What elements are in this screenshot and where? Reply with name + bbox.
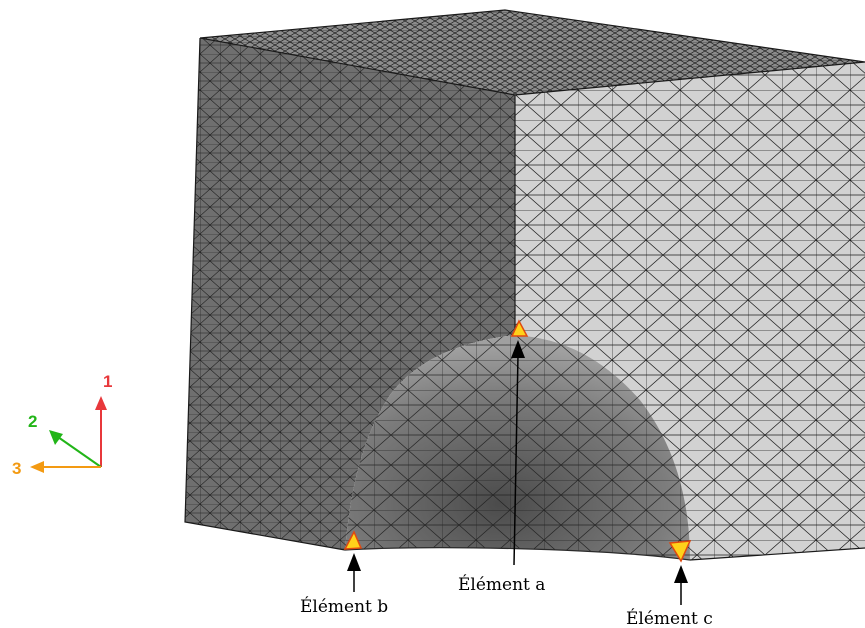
axis-2-label: 2 bbox=[28, 412, 37, 431]
element-a-highlight bbox=[510, 319, 529, 337]
element-a-label: Élément a bbox=[458, 574, 545, 595]
hemisphere-cavity-mesh bbox=[345, 335, 690, 560]
element-b-label: Élément b bbox=[300, 596, 388, 617]
axis-1-label: 1 bbox=[103, 372, 112, 391]
cavity-floor-edge bbox=[344, 547, 691, 561]
axis-triad: 1 2 3 bbox=[12, 372, 112, 478]
element-c-label: Élément c bbox=[626, 608, 713, 628]
block-edges bbox=[184, 9, 865, 561]
annotation-arrow-a bbox=[511, 340, 525, 566]
element-b-highlight bbox=[343, 530, 363, 550]
axis-3-arrowhead bbox=[30, 461, 44, 473]
axis-2-arrowhead bbox=[49, 430, 63, 445]
block-right-face-mesh bbox=[515, 62, 865, 560]
axis-1-arrowhead bbox=[95, 396, 107, 410]
block-top-face-mesh bbox=[200, 10, 865, 95]
element-c-highlight bbox=[668, 540, 692, 563]
axis-3-label: 3 bbox=[12, 459, 21, 478]
axis-2-arrow bbox=[57, 436, 102, 468]
annotation-arrow-c bbox=[674, 565, 688, 605]
block-left-face-mesh bbox=[185, 38, 515, 550]
annotation-arrow-b bbox=[347, 553, 361, 592]
